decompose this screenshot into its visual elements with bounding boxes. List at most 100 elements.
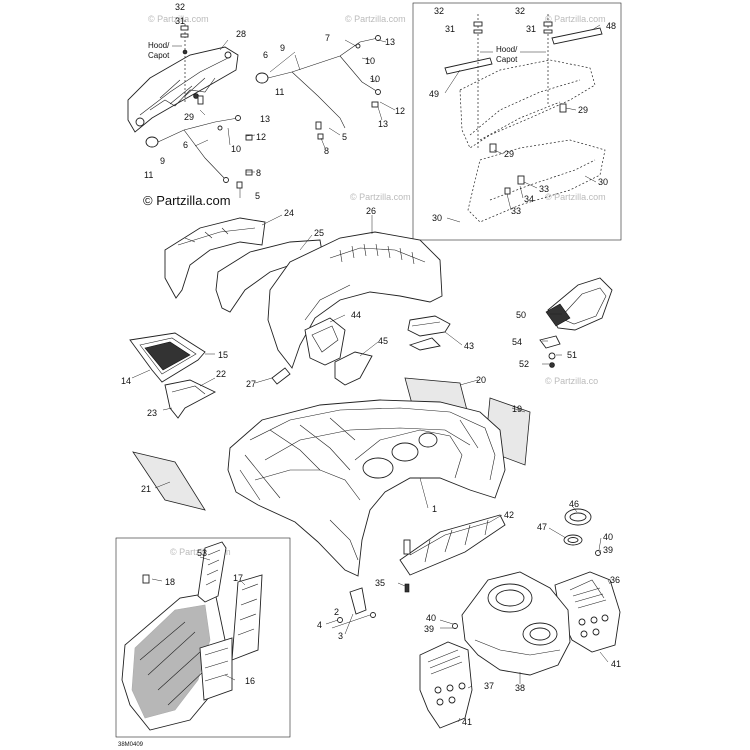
watermark-faint: © Partzilla.com [545, 192, 606, 202]
callout-29: 29 [504, 149, 514, 159]
callout-31: 31 [445, 24, 455, 34]
callout-33: 33 [539, 184, 549, 194]
callout-13: 13 [260, 114, 270, 124]
callout-30: 30 [432, 213, 442, 223]
watermark-faint: © Partzilla.com [345, 14, 406, 24]
callout-39: 39 [603, 545, 613, 555]
callout-3: 3 [338, 631, 343, 641]
washer-icon [473, 29, 483, 34]
callout-29: 29 [184, 112, 194, 122]
callout-24: 24 [284, 208, 294, 218]
watermark-faint: © Partzilla.com [148, 14, 209, 24]
part-39-screw [595, 550, 601, 556]
callout-32: 32 [515, 6, 525, 16]
nut-icon [473, 21, 483, 27]
callout-6: 6 [263, 50, 268, 60]
callout-7: 7 [325, 33, 330, 43]
callout-50: 50 [516, 310, 526, 320]
part-24-cover [164, 217, 266, 299]
callout-12: 12 [395, 106, 405, 116]
part-50-mirror [539, 277, 613, 368]
callout-9: 9 [280, 43, 285, 53]
watermark-faint: © Partzilla.co [545, 376, 598, 386]
callout-20: 20 [476, 375, 486, 385]
callout-40: 40 [426, 613, 436, 623]
hood-label-line1: Hood/ [496, 45, 518, 54]
part-37-grille [419, 641, 473, 729]
callout-26: 26 [366, 206, 376, 216]
callout-53: 53 [197, 548, 207, 558]
part-6-9-cable-lower [145, 115, 253, 189]
callout-15: 15 [218, 350, 228, 360]
part-28-hood-bracket [127, 46, 239, 133]
leader-lines [131, 24, 611, 723]
callout-48: 48 [606, 21, 616, 31]
callout-44: 44 [351, 310, 361, 320]
callout-42: 42 [504, 510, 514, 520]
washer-icon [543, 29, 553, 34]
callout-32: 32 [434, 6, 444, 16]
part-21-panel [132, 451, 206, 511]
callout-38: 38 [515, 683, 525, 693]
callout-11: 11 [144, 170, 153, 180]
watermark-group: © Partzilla.com © Partzilla.com © Partzi… [143, 14, 606, 557]
callout-10: 10 [370, 74, 380, 84]
callout-28: 28 [236, 29, 246, 39]
watermark-faint: © Partzilla.com [170, 547, 231, 557]
callout-5: 5 [255, 191, 260, 201]
callout-52: 52 [519, 359, 529, 369]
hood-label-line2: Capot [148, 51, 170, 60]
callout-51: 51 [567, 350, 577, 360]
part-26-cover [267, 231, 443, 369]
callout-31: 31 [526, 24, 536, 34]
part-14-15-windshield-piece [129, 332, 206, 383]
part-27-clip [271, 367, 291, 385]
part-42-tray [399, 514, 506, 576]
callout-2: 2 [334, 607, 339, 617]
part-47-ring [563, 534, 583, 546]
callout-27: 27 [246, 379, 256, 389]
callout-13: 13 [378, 119, 388, 129]
nut-icon [180, 25, 189, 31]
callout-4: 4 [317, 620, 322, 630]
callout-45: 45 [378, 336, 388, 346]
callout-54: 54 [512, 337, 522, 347]
part-38-console [461, 571, 571, 676]
part-45-piece [334, 351, 373, 386]
hood-label-line1: Hood/ [148, 41, 170, 50]
callout-41: 41 [462, 717, 472, 727]
callout-11: 11 [275, 87, 284, 97]
nut-icon [543, 21, 553, 27]
callout-40: 40 [603, 532, 613, 542]
callout-10: 10 [231, 144, 241, 154]
callout-43: 43 [464, 341, 474, 351]
screw-icon [197, 95, 204, 105]
part-1-main-hood [227, 399, 506, 577]
callout-33: 33 [511, 206, 521, 216]
callout-47: 47 [537, 522, 547, 532]
part-46-grommet [564, 508, 592, 526]
callout-18: 18 [165, 577, 175, 587]
watermark-faint: © Partzilla.com [350, 192, 411, 202]
callout-16: 16 [245, 676, 255, 686]
part-inset-side-panel [121, 541, 263, 731]
part-25-cover [215, 239, 324, 313]
callout-10: 10 [365, 56, 375, 66]
watermark-main: © Partzilla.com [143, 193, 231, 208]
part-44-bracket [304, 317, 346, 366]
part-39-screw [452, 623, 458, 629]
callout-19: 19 [512, 404, 522, 414]
callout-23: 23 [147, 408, 157, 418]
callout-41: 41 [611, 659, 621, 669]
callout-21: 21 [141, 484, 151, 494]
callout-13: 13 [385, 37, 395, 47]
inset-box-hood-variant [412, 2, 622, 241]
callout-32: 32 [175, 2, 185, 12]
inset-box-side-panel [115, 537, 291, 738]
callout-29: 29 [578, 105, 588, 115]
callout-34: 34 [524, 194, 534, 204]
callout-30: 30 [598, 177, 608, 187]
callout-31: 31 [175, 16, 185, 26]
callout-49: 49 [429, 89, 439, 99]
watermark-faint: © Partzilla.com [545, 14, 606, 24]
